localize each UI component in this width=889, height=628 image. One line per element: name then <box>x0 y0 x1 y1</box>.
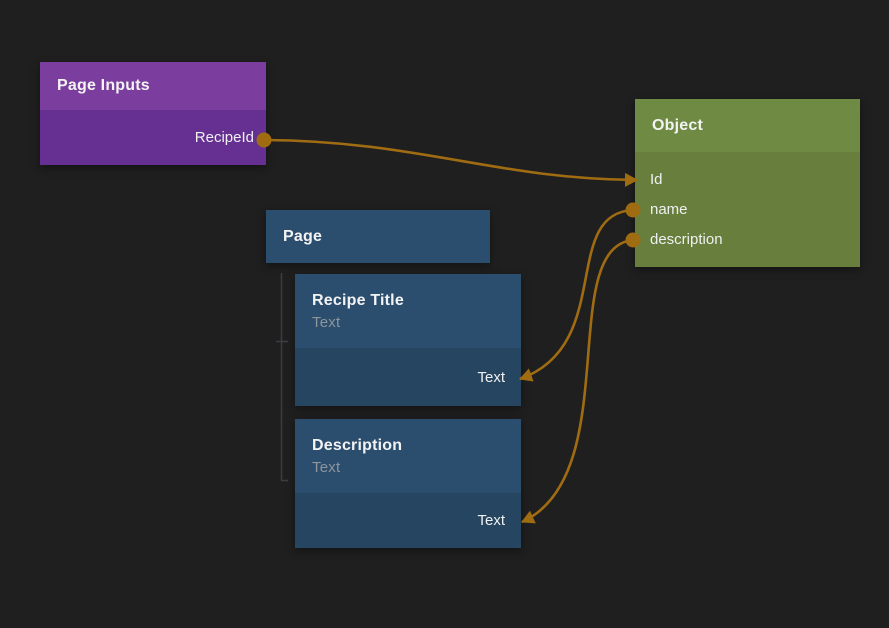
wire-description-to-description-text[interactable] <box>521 238 634 524</box>
port-text-label: Text <box>477 512 505 529</box>
node-title: Page Inputs <box>57 77 150 94</box>
port-name-label: name <box>650 200 688 218</box>
node-page-inputs-header[interactable]: Page Inputs <box>40 62 266 110</box>
port-description[interactable]: description <box>635 224 860 254</box>
hierarchy-line <box>276 273 288 482</box>
port-recipeid-label: RecipeId <box>194 129 254 146</box>
node-title: Description <box>312 436 403 454</box>
wire-recipeid-to-id[interactable] <box>263 138 638 187</box>
port-id[interactable]: Id <box>635 164 860 194</box>
node-title: Page <box>283 227 323 245</box>
wire-name-to-recipetitle-text[interactable] <box>519 208 634 382</box>
node-recipe-title-body: Text <box>295 348 521 406</box>
node-recipe-title[interactable]: Recipe Title Text Text <box>295 274 521 406</box>
node-title: Object <box>652 116 703 134</box>
node-page-header[interactable]: Page <box>266 210 490 263</box>
port-description-label: description <box>650 230 723 248</box>
node-type-label: Text <box>312 313 341 331</box>
port-text-input[interactable]: Text <box>477 369 505 386</box>
node-description-header[interactable]: Description Text <box>295 419 521 493</box>
node-description-body: Text <box>295 493 521 548</box>
node-type-label: Text <box>312 458 341 476</box>
node-object[interactable]: Object Id name description <box>635 99 860 267</box>
port-recipeid[interactable]: RecipeId <box>195 129 254 146</box>
node-object-body: Id name description <box>635 152 860 267</box>
port-text-input[interactable]: Text <box>477 512 505 529</box>
node-title: Recipe Title <box>312 291 404 309</box>
node-description[interactable]: Description Text Text <box>295 419 521 548</box>
node-page-inputs[interactable]: Page Inputs RecipeId <box>40 62 266 165</box>
node-object-header[interactable]: Object <box>635 99 860 152</box>
node-recipe-title-header[interactable]: Recipe Title Text <box>295 274 521 348</box>
port-name[interactable]: name <box>635 194 860 224</box>
node-page[interactable]: Page <box>266 210 490 263</box>
node-page-inputs-body: RecipeId <box>40 110 266 165</box>
port-id-label: Id <box>650 170 663 188</box>
port-text-label: Text <box>477 368 505 386</box>
